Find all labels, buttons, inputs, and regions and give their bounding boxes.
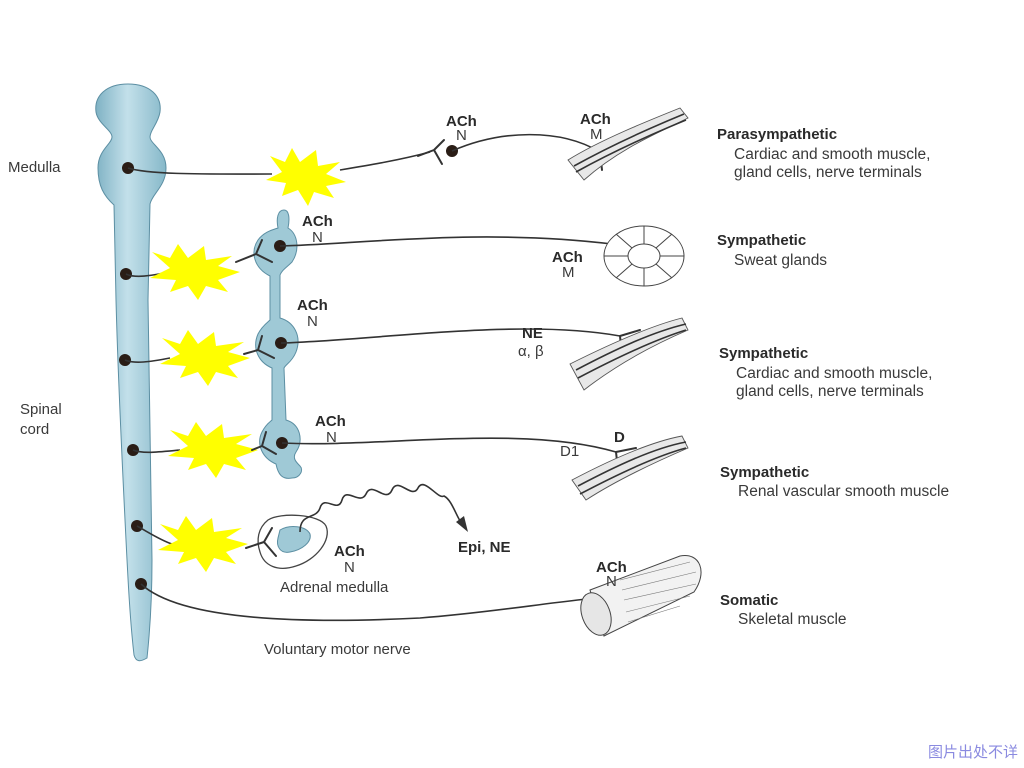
target-label: Sweat glands [734,252,827,269]
transmitter-label: ACh [552,249,583,266]
ganglion-neuron-bodies [274,145,458,449]
receptor-label: D1 [560,443,579,460]
postganglionic-fibers [140,133,621,622]
spark-icon [160,330,250,386]
smooth-muscle-icon [569,317,689,391]
transmitter-label: ACh [297,297,328,314]
transmitter-label: ACh [315,413,346,430]
transmitter-label: ACh [302,213,333,230]
receptor-label: N [312,229,323,246]
adrenal-medulla-label: Adrenal medulla [280,579,389,596]
division-label: Sympathetic [717,232,806,249]
transmitter-label: D [614,429,625,446]
division-label: Sympathetic [719,345,808,362]
target-label: Renal vascular smooth muscle [738,483,949,500]
receptor-label: N [307,313,318,330]
target-label: Cardiac and smooth muscle, [734,146,930,163]
spinal-cord [95,83,167,662]
transmitter-label: NE [522,325,543,342]
receptor-label: N [606,573,617,590]
division-label: Somatic [720,592,778,609]
receptor-label: M [562,264,575,281]
target-label: Skeletal muscle [738,611,847,628]
receptor-label: α, β [518,343,544,360]
target-label: gland cells, nerve terminals [734,164,922,181]
synapse-spark-icons [150,148,346,572]
receptor-label: N [326,429,337,446]
target-label: gland cells, nerve terminals [736,383,924,400]
adrenal-chromaffin-cells [277,526,311,553]
smooth-muscle-icon [571,435,689,501]
spark-icon [158,516,248,572]
ganglionic-receptor-icons [235,139,445,557]
watermark-text: 图片出处不详 [927,743,1018,761]
smooth-muscle-icon [567,107,689,181]
spinal-cord-label-line2: cord [20,421,49,438]
voluntary-motor-nerve-label: Voluntary motor nerve [264,641,411,658]
division-label: Parasympathetic [717,126,837,143]
transmitter-label: ACh [334,543,365,560]
effector-receptor-icons [599,147,641,615]
spark-icon [168,422,258,478]
transmitter-label: ACh [596,559,627,576]
target-label: Cardiac and smooth muscle, [736,365,932,382]
receptor-label: N [456,127,467,144]
spinal-cord-label-line1: Spinal [20,401,62,418]
transmitter-label: ACh [580,111,611,128]
spark-icon [266,148,346,206]
receptor-label: M [590,126,603,143]
sweat-gland-icon [603,225,685,287]
receptor-label: N [344,559,355,576]
transmitter-label: ACh [446,113,477,130]
epi-ne-label: Epi, NE [458,539,511,556]
skeletal-muscle-icon [580,555,702,637]
spark-icon [150,244,240,300]
medulla-label: Medulla [8,159,61,176]
division-label: Sympathetic [720,464,809,481]
